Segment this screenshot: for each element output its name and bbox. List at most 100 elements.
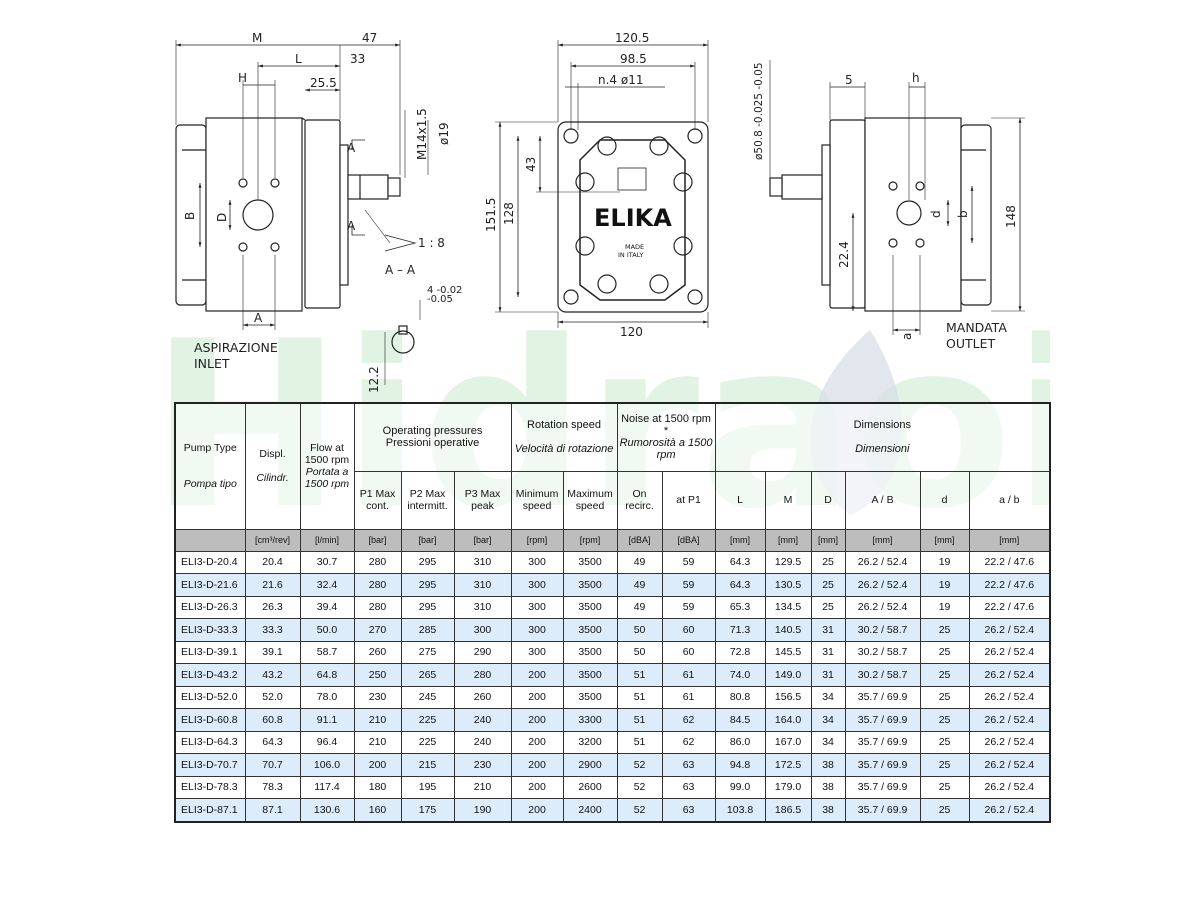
table-cell: 60 [661, 640, 716, 664]
dim-b: b [956, 210, 970, 218]
table-cell: 280 [353, 595, 402, 619]
header-AB: A / B [844, 470, 921, 530]
table-cell: 300 [510, 595, 564, 619]
table-cell: 32.4 [299, 573, 355, 597]
made-in-italy-1: MADE [625, 243, 644, 251]
dim-m14: M14x1.5 [415, 108, 429, 160]
table-cell: 210 [353, 708, 402, 732]
table-cell: 70.7 [244, 753, 301, 777]
section-mark-A-bottom: A [347, 219, 356, 233]
units-row: [cm³/rev][l/min][bar][bar][bar][rpm][rpm… [174, 528, 1051, 552]
dim-151-5: 151.5 [484, 198, 498, 232]
header-displ: Displ. Cilindr. [244, 402, 301, 530]
table-cell: 60.8 [244, 708, 301, 732]
header-noise: Noise at 1500 rpm * Rumorosità a 1500 rp… [616, 402, 716, 472]
header-rotation-speed: Rotation speed Velocità di rotazione [510, 402, 618, 472]
table-cell: 91.1 [299, 708, 355, 732]
header-min-speed: Minimum speed [510, 470, 564, 530]
dim-120-5: 120.5 [615, 31, 649, 45]
dim-holes: n.4 ø11 [598, 73, 643, 87]
table-cell: 3500 [562, 640, 618, 664]
spec-table: Pump Type Pompa tipo Displ. Cilindr. Flo… [174, 402, 1052, 823]
table-cell: 130.6 [299, 798, 355, 822]
dim-L: L [295, 52, 302, 66]
table-cell: 245 [400, 685, 455, 709]
model-cell: ELI3-D-33.3 [174, 618, 246, 642]
table-cell: 25 [919, 618, 970, 642]
table-cell: 250 [353, 663, 402, 687]
table-cell: 200 [510, 753, 564, 777]
unit-cell: [bar] [400, 528, 455, 552]
table-cell: 285 [400, 618, 455, 642]
dim-98-5: 98.5 [620, 52, 647, 66]
unit-cell: [mm] [919, 528, 970, 552]
table-cell: 31 [810, 640, 846, 664]
table-cell: 25 [919, 685, 970, 709]
dim-25-5: 25.5 [310, 76, 337, 90]
table-cell: 22.2 / 47.6 [968, 573, 1051, 597]
table-cell: 51 [616, 730, 663, 754]
table-cell: 280 [353, 573, 402, 597]
unit-cell: [cm³/rev] [244, 528, 301, 552]
header-max-speed: Maximum speed [562, 470, 618, 530]
table-cell: 62 [661, 730, 716, 754]
header-p3: P3 Max peak [453, 470, 512, 530]
table-cell: 270 [353, 618, 402, 642]
table-cell: 25 [919, 640, 970, 664]
table-cell: 50 [616, 618, 663, 642]
table-cell: 295 [400, 550, 455, 574]
header-flow: Flow at 1500 rpm Portata a 1500 rpm [299, 402, 355, 530]
table-cell: 103.8 [714, 798, 766, 822]
table-cell: 50 [616, 640, 663, 664]
table-cell: 172.5 [764, 753, 812, 777]
dim-120: 120 [620, 325, 643, 339]
table-cell: 160 [353, 798, 402, 822]
table-cell: 35.7 / 69.9 [844, 685, 921, 709]
table-cell: 99.0 [714, 775, 766, 799]
table-cell: 52 [616, 753, 663, 777]
table-cell: 2600 [562, 775, 618, 799]
table-cell: 34 [810, 685, 846, 709]
table-cell: 26.2 / 52.4 [968, 685, 1051, 709]
table-cell: 26.2 / 52.4 [968, 663, 1051, 687]
table-cell: 87.1 [244, 798, 301, 822]
table-cell: 80.8 [714, 685, 766, 709]
made-in-italy-2: IN ITALY [618, 251, 643, 259]
side-view-inlet [175, 40, 429, 385]
dim-148: 148 [1004, 205, 1018, 228]
header-operating-pressures: Operating pressures Pressioni operative [353, 402, 512, 472]
table-cell: 34 [810, 730, 846, 754]
table-cell: 129.5 [764, 550, 812, 574]
unit-cell: [dBA] [616, 528, 663, 552]
table-cell: 230 [353, 685, 402, 709]
table-cell: 180 [353, 775, 402, 799]
table-cell: 19 [919, 595, 970, 619]
table-cell: 25 [919, 708, 970, 732]
table-cell: 167.0 [764, 730, 812, 754]
dim-tolerance-b: -0.05 [427, 294, 453, 305]
table-cell: 30.2 / 58.7 [844, 618, 921, 642]
table-cell: 59 [661, 573, 716, 597]
unit-cell: [l/min] [299, 528, 355, 552]
table-cell: 49 [616, 573, 663, 597]
table-cell: 295 [400, 595, 455, 619]
unit-cell: [mm] [764, 528, 812, 552]
table-cell: 78.3 [244, 775, 301, 799]
table-cell: 225 [400, 708, 455, 732]
table-cell: 290 [453, 640, 512, 664]
table-cell: 96.4 [299, 730, 355, 754]
table-cell: 34 [810, 708, 846, 732]
table-cell: 26.2 / 52.4 [844, 550, 921, 574]
label-mandata: MANDATA [946, 320, 1007, 335]
table-cell: 25 [810, 573, 846, 597]
table-cell: 280 [453, 663, 512, 687]
table-cell: 38 [810, 798, 846, 822]
table-cell: 59 [661, 550, 716, 574]
table-cell: 61 [661, 663, 716, 687]
table-cell: 61 [661, 685, 716, 709]
